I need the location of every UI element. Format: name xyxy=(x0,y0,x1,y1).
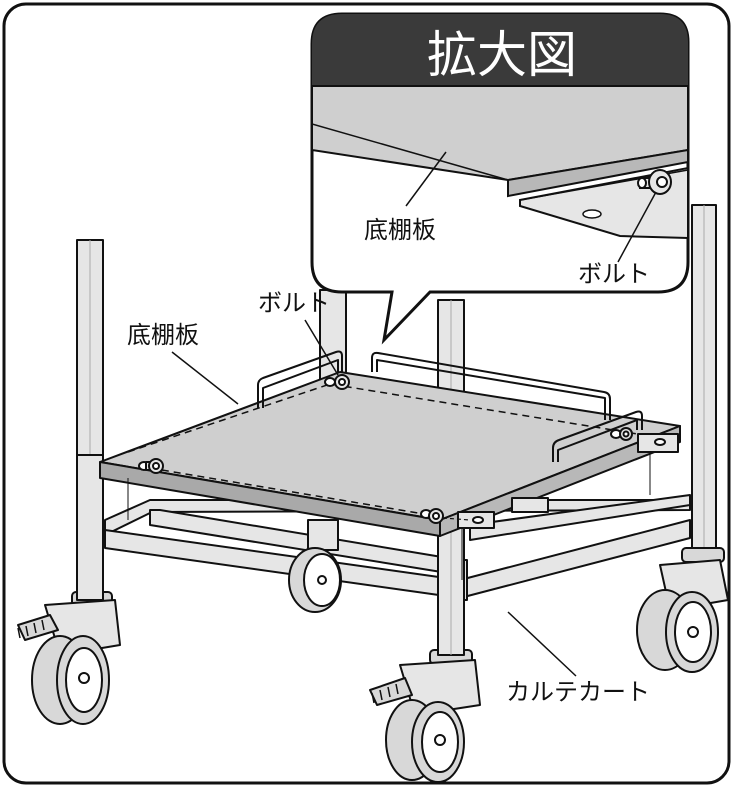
cart-leader xyxy=(507,611,577,677)
bolt-label: ボルト xyxy=(258,289,330,317)
main-labels: ボルト 底棚板 カルテカート xyxy=(127,289,650,706)
callout-shelf-label: 底棚板 xyxy=(364,216,436,244)
shelf-label: 底棚板 xyxy=(127,321,199,349)
callout-bolt-label: ボルト xyxy=(578,260,650,288)
caster-back-right xyxy=(636,547,729,673)
cart-illustration xyxy=(17,204,729,783)
callout-bolt xyxy=(637,169,672,195)
handle-rails xyxy=(257,350,643,462)
caster-front-left xyxy=(17,591,121,725)
bolt-leader xyxy=(304,319,339,376)
guide-lines xyxy=(127,452,651,580)
bottom-shelf-panel xyxy=(99,371,681,537)
bolt-right xyxy=(610,427,633,441)
magnified-view-callout: 拡大図 底棚板 ボルト xyxy=(310,12,690,345)
bolt-left xyxy=(138,458,164,474)
lower-frame xyxy=(104,494,691,601)
callout-title: 拡大図 xyxy=(427,26,577,84)
callout-bolt-leader xyxy=(617,191,657,263)
shelf-leader xyxy=(171,351,239,405)
callout-header-bar xyxy=(312,14,688,86)
bolt-back xyxy=(324,374,350,390)
post-front-left xyxy=(76,454,104,601)
post-back-right xyxy=(691,204,717,556)
callout-shelf-leader xyxy=(405,151,447,207)
caster-rear-middle xyxy=(288,519,342,613)
bolt-front xyxy=(420,508,471,524)
cart-label: カルテカート xyxy=(506,678,650,706)
